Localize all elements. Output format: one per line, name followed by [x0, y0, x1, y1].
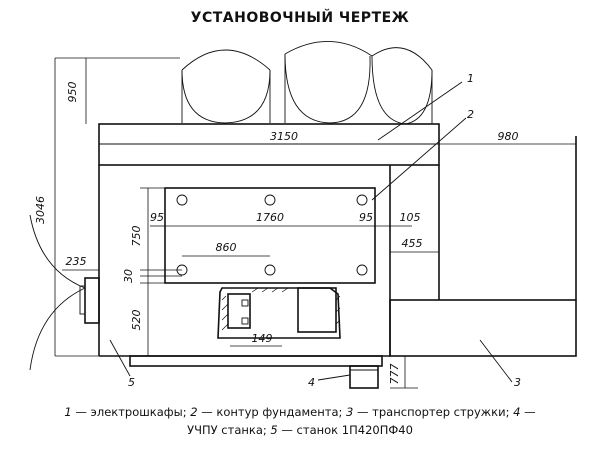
- caption-text-1: — электрошкафы;: [72, 405, 191, 419]
- caption-text-3: — транспортер стружки;: [353, 405, 513, 419]
- dim-860: 860: [216, 241, 237, 254]
- electrical-cabinets: [98, 123, 440, 166]
- dim-980: 980: [498, 130, 519, 143]
- dim-30: 30: [122, 269, 135, 283]
- callout-2: 2: [467, 108, 474, 121]
- caption-text-6: — станок 1П420ПФ40: [278, 423, 413, 437]
- caption-line-2: УЧПУ станка; 5 — станок 1П420ПФ40: [187, 423, 413, 437]
- caption-num-3: 3: [346, 405, 353, 419]
- callout-1: 1: [467, 72, 474, 85]
- drawing-title: УСТАНОВОЧНЫЙ ЧЕРТЕЖ: [191, 9, 410, 26]
- caption-num-4: 4: [513, 405, 520, 419]
- machine-body: [98, 165, 440, 357]
- caption-num-1: 1: [64, 405, 71, 419]
- callout-4: 4: [308, 376, 315, 389]
- bottom-rail: [129, 355, 383, 367]
- caption-text-4: —: [520, 405, 535, 419]
- dim-3150: 3150: [270, 130, 298, 143]
- caption-line-1: 1 — электрошкафы; 2 — контур фундамента;…: [64, 405, 535, 419]
- dim-105: 105: [400, 211, 421, 224]
- caption-num-2: 2: [190, 405, 197, 419]
- caption: 1 — электрошкафы; 2 — контур фундамента;…: [64, 405, 535, 437]
- dimension-lines: [54, 57, 576, 389]
- cabinet-door-swings: [181, 41, 433, 125]
- dim-520: 520: [130, 310, 143, 331]
- chip-conveyor: [389, 136, 577, 357]
- dim-1760: 1760: [256, 211, 284, 224]
- left-side-unit: [79, 277, 100, 324]
- machine-table: [217, 287, 341, 339]
- cnc-control-unit: [349, 365, 379, 389]
- dim-455: 455: [402, 237, 423, 250]
- dim-950: 950: [66, 82, 79, 103]
- dim-95-right: 95: [359, 211, 373, 224]
- caption-text-2: — контур фундамента;: [198, 405, 346, 419]
- callout-5: 5: [128, 376, 135, 389]
- left-door-swings: [29, 214, 86, 371]
- dim-235: 235: [66, 255, 87, 268]
- callout-leaders: [109, 81, 513, 383]
- dim-777: 777: [388, 364, 401, 385]
- caption-text-5: УЧПУ станка;: [187, 423, 270, 437]
- caption-num-5: 5: [270, 423, 277, 437]
- dim-95-left: 95: [150, 211, 164, 224]
- dim-3046: 3046: [34, 196, 47, 224]
- dim-149: 149: [252, 332, 273, 345]
- dim-750: 750: [130, 226, 143, 247]
- foundation-contour: [164, 187, 376, 284]
- callout-3: 3: [514, 376, 521, 389]
